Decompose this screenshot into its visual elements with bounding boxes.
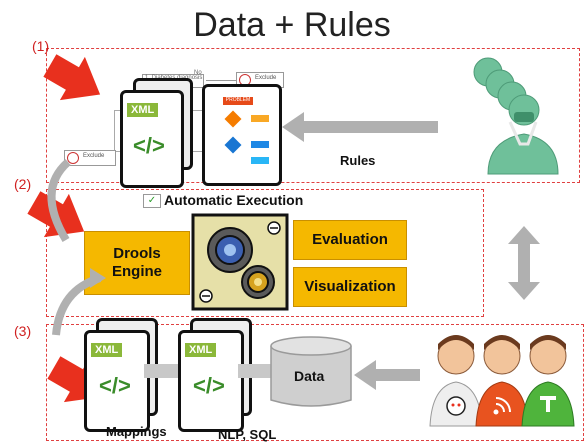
rules-label: Rules <box>340 153 376 168</box>
connector-bar-2 <box>238 364 276 378</box>
gray-arrow-left-icon-rules <box>282 112 438 142</box>
exclude-label-1: Exclude <box>255 75 277 81</box>
execution-heading: Automatic Execution <box>164 192 304 208</box>
flowchart-problem-box: PROBLEM <box>223 97 253 105</box>
exclude-box-2: Exclude <box>64 150 116 166</box>
code-glyph-icon: </> <box>133 133 165 158</box>
flowchart-step-2 <box>251 141 269 148</box>
double-arrow-vertical-icon <box>508 226 540 300</box>
section-rules <box>46 48 580 183</box>
social-users-icon <box>429 335 575 427</box>
code-glyph-icon: </> <box>99 373 131 398</box>
mappings-caption: Mappings <box>106 424 167 439</box>
flowchart-document: PROBLEM <box>202 84 282 186</box>
section-number-1: (1) <box>32 38 50 54</box>
xml-tag: XML <box>91 343 123 357</box>
doctors-icon <box>473 57 559 175</box>
gears-icon <box>191 213 289 311</box>
diagram-title: Data + Rules <box>193 6 391 44</box>
xml-file-icon-mappings: XML </> <box>84 330 150 432</box>
engine-line-2: Engine <box>111 263 162 280</box>
flowchart-no-label: No <box>194 70 202 76</box>
xml-file-icon-nlp: XML </> <box>178 330 244 432</box>
xml-tag: XML <box>127 103 159 117</box>
section-execution <box>46 189 484 317</box>
database-icon <box>270 336 352 407</box>
visualization-box: Visualization <box>293 267 407 307</box>
check-icon: ✓ <box>143 194 161 208</box>
section-number-3: (3) <box>14 323 32 339</box>
gray-arrow-left-icon-data <box>354 360 420 390</box>
section-number-2: (2) <box>14 176 32 192</box>
drools-engine-box: Drools Engine <box>84 231 190 295</box>
nlp-sql-caption: NLP, SQL <box>218 427 277 442</box>
flowchart-diamond-2 <box>224 136 242 154</box>
data-label: Data <box>294 368 325 384</box>
connector-bar <box>144 364 178 378</box>
flowchart-diamond-1 <box>224 110 242 128</box>
prohibit-icon <box>67 152 79 164</box>
code-glyph-icon: </> <box>193 373 225 398</box>
xml-tag: XML <box>185 343 217 357</box>
flowchart-step-3 <box>251 157 269 164</box>
evaluation-box: Evaluation <box>293 220 407 260</box>
xml-file-icon-rules: XML </> <box>120 90 184 188</box>
flowchart-step-1 <box>251 115 269 122</box>
exclude-label-2: Exclude <box>83 153 105 159</box>
red-arrow-icon-1 <box>43 54 101 101</box>
curved-flow-arrows <box>47 158 106 336</box>
engine-line-1: Drools <box>113 245 161 262</box>
